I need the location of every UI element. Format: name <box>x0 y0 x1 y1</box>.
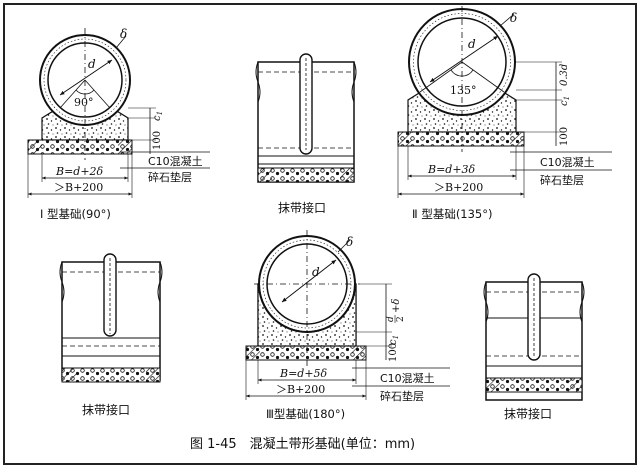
svg-text:2: 2 <box>396 316 406 322</box>
gravel-bed <box>485 377 583 393</box>
type-3-foundation: d δ d 2 +δ c1 100 C10混凝土 碎石垫层 B=d+5δ ＞B+… <box>245 230 450 421</box>
label-100: 100 <box>559 127 570 146</box>
label-d: d <box>468 37 476 51</box>
label-gravel: 碎石垫层 <box>380 389 424 403</box>
label-d: d <box>88 57 96 71</box>
hatch-right <box>352 346 366 360</box>
label-gravel: 碎石垫层 <box>540 173 584 187</box>
band-joint-bottom-left: 抹带接口 <box>59 253 163 417</box>
caption-type-1: Ⅰ 型基础(90°) <box>40 207 111 221</box>
joint-band <box>527 273 541 361</box>
break-right <box>579 281 585 323</box>
angle-ray-left <box>419 61 463 93</box>
caption-band-joint-bottom-left: 抹带接口 <box>82 402 130 417</box>
diameter-line <box>281 259 337 303</box>
label-d: d <box>312 265 320 279</box>
caption-type-2: Ⅱ 型基础(135°) <box>412 207 493 221</box>
label-delta: δ <box>120 27 127 41</box>
label-width: B=d+2δ <box>55 165 104 178</box>
hatch-right <box>146 368 160 382</box>
gravel-bed <box>61 367 161 383</box>
label-half-d-plus-delta: d 2 +δ <box>386 299 406 323</box>
label-100: 100 <box>388 343 399 362</box>
gravel-bed <box>245 345 367 361</box>
label-width: B=d+5δ <box>279 367 328 380</box>
angle-ray-right <box>461 61 505 93</box>
gravel-bed <box>257 167 355 183</box>
label-outer: ＞B+200 <box>434 181 483 194</box>
label-c1: c1 <box>388 335 400 345</box>
pipe-wall-texture <box>413 13 511 111</box>
label-concrete: C10混凝土 <box>148 154 203 168</box>
gravel-bed <box>397 131 525 147</box>
delta-leader <box>337 239 351 253</box>
label-width: B=d+3δ <box>427 163 476 176</box>
break-left <box>255 61 261 103</box>
angle-ray-right <box>84 79 111 109</box>
break-right <box>351 61 357 103</box>
angle-ray-left <box>59 79 86 109</box>
label-outer: ＞B+200 <box>276 383 325 396</box>
figure-title: 图 1-45 混凝土带形基础(单位：mm) <box>190 436 415 452</box>
angle-arc <box>450 69 474 77</box>
hatch-right <box>510 132 524 146</box>
label-gravel: 碎石垫层 <box>148 170 192 184</box>
label-delta: δ <box>346 235 353 249</box>
label-concrete: C10混凝土 <box>540 155 595 169</box>
hatch-left <box>486 378 500 392</box>
label-c1: c1 <box>152 111 164 121</box>
svg-text:d: d <box>386 316 396 322</box>
hatch-right <box>340 168 354 182</box>
delta-leader <box>499 13 515 27</box>
band-joint-bottom-right: 抹带接口 <box>483 273 585 421</box>
label-angle: 135° <box>450 84 477 97</box>
hatch-right <box>568 378 582 392</box>
label-outer: ＞B+200 <box>54 181 103 194</box>
caption-type-3: Ⅲ型基础(180°) <box>266 407 345 421</box>
hatch-left <box>398 132 412 146</box>
band-joint-top: 抹带接口 <box>255 53 357 215</box>
diameter-line <box>429 35 499 83</box>
angle-arc <box>75 89 95 95</box>
type-2-foundation: d δ 135° 0.3d c1 100 C10混凝土 碎石垫层 B=d+3δ … <box>397 6 612 221</box>
label-angle: 90° <box>74 96 94 109</box>
hatch-left <box>62 368 76 382</box>
hatch-right <box>118 140 132 154</box>
label-delta: δ <box>510 11 517 25</box>
pipe-lower-outline <box>258 283 356 333</box>
svg-text:+δ: +δ <box>391 299 402 313</box>
label-03d: 0.3d <box>559 64 570 86</box>
caption-band-joint-bottom-right: 抹带接口 <box>504 406 552 421</box>
hatch-left <box>246 346 260 360</box>
label-concrete: C10混凝土 <box>380 371 435 385</box>
break-left <box>483 281 489 323</box>
gravel-bed <box>27 139 133 155</box>
caption-band-joint-top: 抹带接口 <box>278 200 326 215</box>
delta-leader <box>115 35 127 49</box>
diameter-line <box>59 59 113 96</box>
break-right <box>157 261 163 303</box>
label-c1: c1 <box>559 96 571 106</box>
label-100: 100 <box>152 131 163 150</box>
break-left <box>59 261 65 303</box>
type-1-foundation: d δ 90° c1 100 C10混凝土 碎石垫层 B=d+2δ ＞B+200… <box>27 27 210 221</box>
hatch-left <box>258 168 272 182</box>
hatch-left <box>28 140 42 154</box>
